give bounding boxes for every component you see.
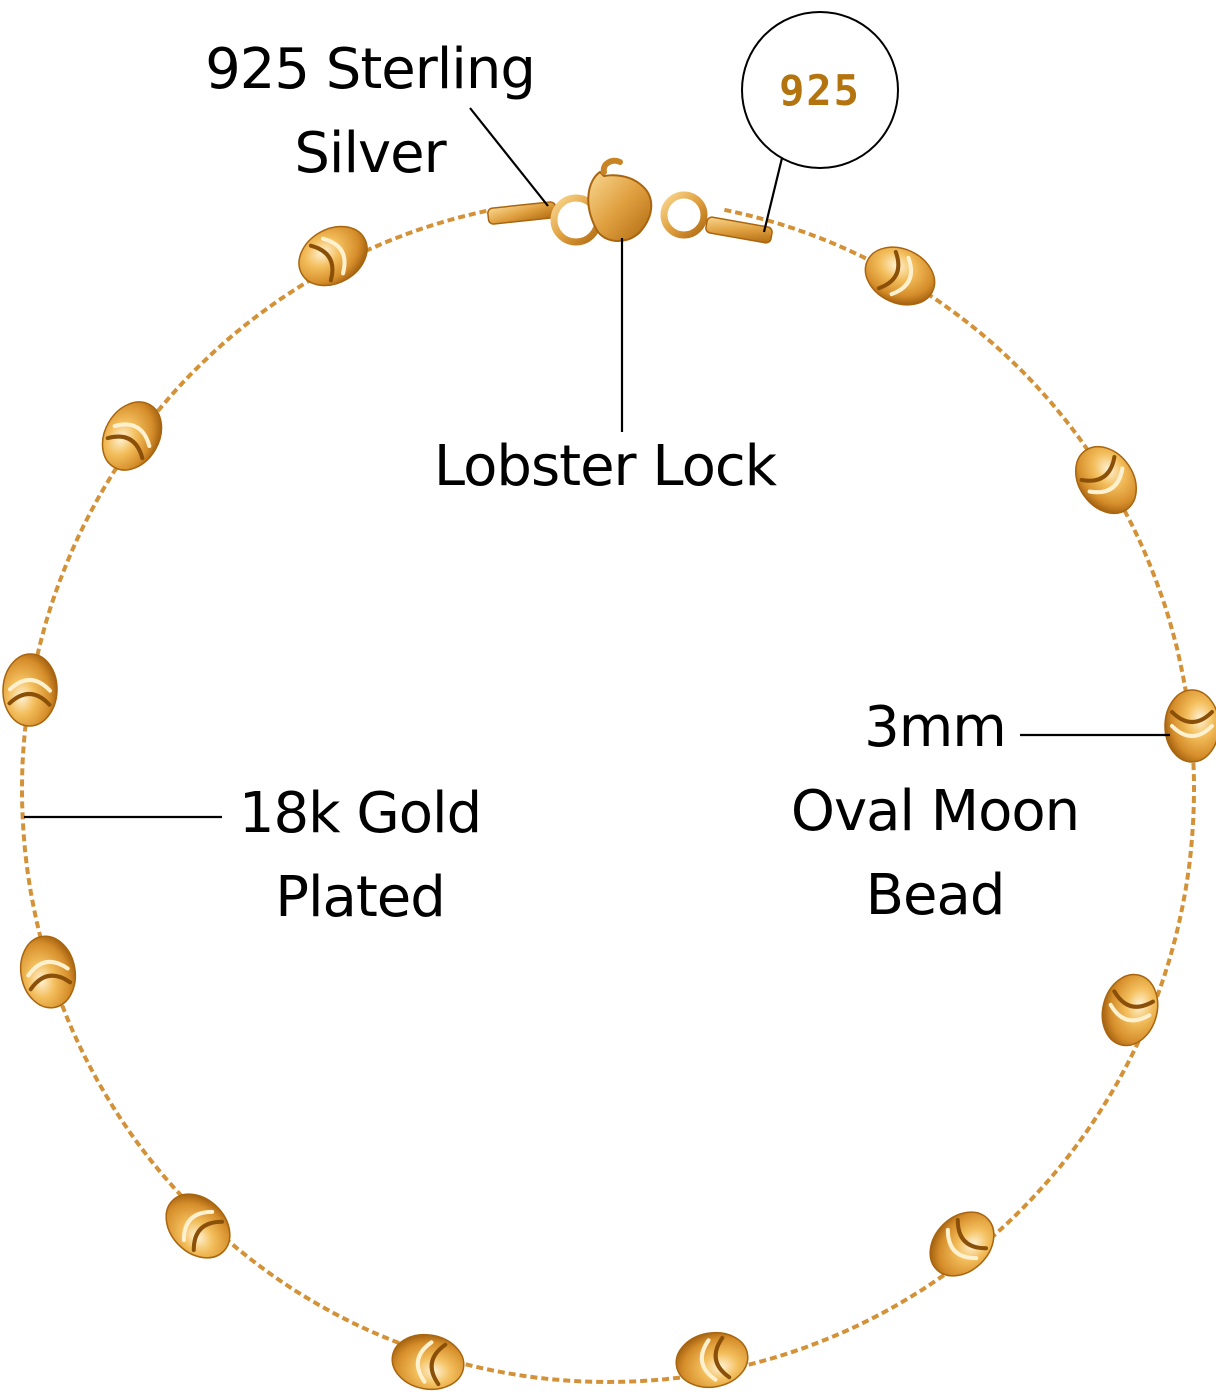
label-line: 3mm [864, 695, 1007, 760]
oval-moon-bead [1074, 445, 1138, 515]
bead-groove [28, 973, 73, 992]
bead-groove [112, 422, 152, 448]
label-line: 18k Gold [238, 781, 482, 846]
oval-moon-bead [101, 401, 163, 471]
bead-groove [308, 243, 335, 283]
bead-groove [1112, 989, 1155, 1009]
oval-moon-bead [1164, 689, 1216, 763]
bead-groove [26, 959, 70, 978]
label-gold-plated: 18k Gold Plated [215, 772, 505, 940]
oval-moon-bead [19, 935, 77, 1009]
chain-links [19, 207, 1197, 1385]
label-line: Lobster Lock [433, 434, 777, 499]
oval-moon-bead [675, 1331, 749, 1389]
bead-groove [1108, 1002, 1152, 1023]
bead-groove [955, 1217, 989, 1251]
bead-groove [105, 434, 145, 461]
label-line: Silver [294, 121, 446, 186]
bead-groove [415, 1340, 434, 1384]
bead-groove [1170, 710, 1214, 724]
oval-moon-bead [864, 246, 936, 306]
lobster-clasp [487, 157, 773, 246]
oval-moon-bead [165, 1193, 231, 1259]
label-lobster-lock: Lobster Lock [405, 425, 805, 509]
leader-lines [24, 107, 1170, 819]
bead-groove [699, 1338, 718, 1382]
bead-groove [181, 1209, 215, 1243]
bead-groove [1170, 724, 1214, 738]
bead-groove [8, 678, 52, 693]
label-oval-moon-bead: 3mm Oval Moon Bead [745, 686, 1125, 938]
oval-moon-bead [298, 225, 368, 287]
stamp-magnifier-circle [741, 11, 899, 169]
bead-groove [1087, 466, 1125, 495]
bead-group [2, 225, 1216, 1391]
bead-groove [713, 1335, 732, 1380]
oval-moon-bead [929, 1211, 995, 1277]
bead-groove [945, 1227, 979, 1261]
bead-groove [889, 255, 914, 297]
label-sterling-silver: 925 Sterling Silver [150, 28, 590, 196]
bead-groove [321, 236, 347, 276]
label-line: 925 Sterling [205, 37, 536, 102]
leader-stamp [762, 157, 784, 233]
label-line: Bead [865, 863, 1006, 928]
leader-sterling [469, 107, 549, 207]
oval-moon-bead [391, 1333, 465, 1391]
label-line: Oval Moon [790, 779, 1080, 844]
label-line: Plated [275, 865, 446, 930]
bead-groove [876, 249, 901, 291]
bead-groove [1079, 455, 1117, 483]
bead-groove [7, 692, 52, 707]
oval-moon-bead [1101, 973, 1159, 1047]
stamp-925-text: 925 [779, 65, 861, 115]
chain [19, 207, 1197, 1385]
bead-groove [191, 1219, 225, 1253]
oval-moon-bead [2, 653, 58, 727]
bead-groove [429, 1342, 448, 1387]
